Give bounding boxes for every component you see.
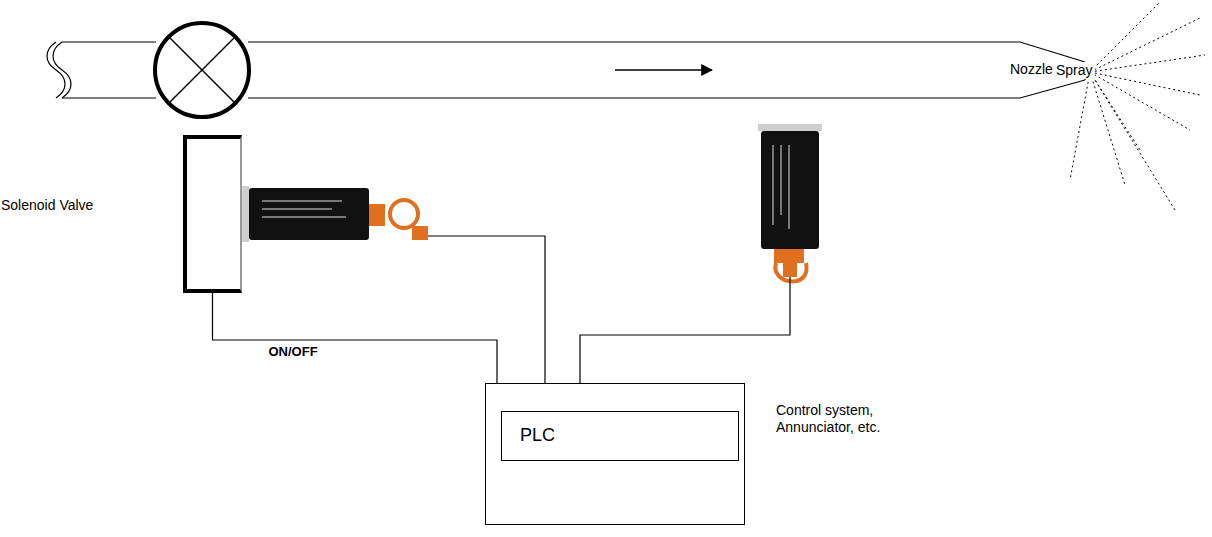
plc-box: PLC — [501, 411, 739, 461]
spray-lines — [1070, 2, 1205, 210]
control-wire — [213, 293, 498, 383]
sensor-device — [242, 186, 428, 242]
node-label: PLC — [502, 425, 555, 447]
node-label: Control system, Annunciator, etc. — [776, 402, 916, 436]
nozzle-label: Nozzle — [1008, 61, 1055, 78]
pipe-break — [47, 42, 65, 98]
sensor-device — [758, 124, 822, 281]
control-box: Control system, Annunciator, etc.PLC — [485, 383, 745, 525]
spray-label: Spray — [1054, 62, 1095, 79]
valve-symbol — [155, 23, 249, 117]
signal-label: ON/OFF — [267, 344, 320, 360]
solenoid-body: Solenoid Valve — [183, 135, 242, 293]
flow-arrow — [615, 69, 712, 71]
signal-wire — [428, 236, 790, 383]
node-label: Solenoid Valve — [1, 197, 93, 214]
